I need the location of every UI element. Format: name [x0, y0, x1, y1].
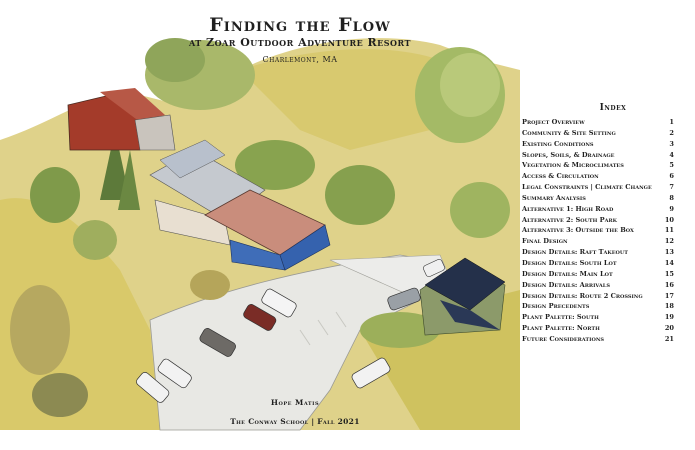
index-entry-page: 6 — [669, 172, 674, 181]
index-entry-page: 19 — [664, 313, 674, 322]
index-entry[interactable]: Alternative 1: High Road 9 — [522, 204, 674, 215]
index-entry-label: Existing Conditions — [522, 139, 594, 148]
index-entry-label: Project Overview — [522, 118, 585, 126]
index-entry-page: 21 — [664, 334, 674, 343]
index-entry-label: Summary Analysis — [522, 193, 586, 202]
index-entry[interactable]: Slopes, Soils, & Drainage 4 — [522, 150, 674, 161]
location-label: Charlemont, MA — [262, 55, 338, 64]
index-entry-page: 14 — [664, 258, 674, 267]
index-entry-label: Legal Constraints | Climate Change — [522, 183, 652, 192]
index-entry[interactable]: Existing Conditions 3 — [522, 139, 674, 150]
report-title: Finding the Flow — [209, 14, 391, 36]
index-entry-label: Alternative 2: South Park — [522, 215, 618, 224]
index-entry-label: Design Details: South Lot — [522, 258, 617, 267]
index-entry-page: 5 — [669, 161, 674, 170]
index-entry-label: Vegetation & Microclimates — [522, 161, 624, 170]
index-entry-label: Final Design — [522, 237, 568, 246]
index-entry-page: 18 — [664, 302, 674, 311]
title-block: Finding the Flow at Zoar Outdoor Adventu… — [150, 14, 450, 64]
index-entry-label: Access & Circulation — [522, 172, 599, 181]
index-entry-page: 15 — [664, 269, 674, 278]
index-entry[interactable]: Design Details: Route 2 Crossing 17 — [522, 291, 674, 302]
index-entry[interactable]: Legal Constraints | Climate Change 7 — [522, 182, 674, 193]
index-entry[interactable]: Design Details: Arrivals 16 — [522, 280, 674, 291]
index-entry-page: 1 — [669, 118, 674, 126]
index-entry-page: 10 — [664, 215, 674, 224]
index-entry[interactable]: Vegetation & Microclimates 5 — [522, 160, 674, 171]
index-entry[interactable]: Design Details: Raft Takeout 13 — [522, 247, 674, 258]
author-name: Hope Matis — [270, 398, 320, 407]
index-entry-label: Alternative 1: High Road — [522, 204, 614, 213]
index-entry[interactable]: Summary Analysis 8 — [522, 193, 674, 204]
index-entry-page: 12 — [664, 237, 674, 246]
index-entry-label: Design Details: Arrivals — [522, 280, 610, 289]
report-subtitle: at Zoar Outdoor Adventure Resort — [188, 36, 411, 49]
index-entry-label: Slopes, Soils, & Drainage — [522, 150, 615, 159]
index-entry[interactable]: Design Details: South Lot 14 — [522, 258, 674, 269]
index-entry-label: Plant Palette: North — [522, 324, 600, 333]
index-entry-page: 17 — [664, 291, 674, 300]
index-entry[interactable]: Design Precedents 18 — [522, 301, 674, 312]
index-entry-page: 7 — [669, 183, 674, 192]
index-entry[interactable]: Alternative 3: Outside the Box 11 — [522, 225, 674, 236]
index-entry-label: Alternative 3: Outside the Box — [522, 226, 634, 235]
index-entry-page: 9 — [669, 204, 674, 213]
index-entry-label: Design Details: Raft Takeout — [522, 248, 628, 257]
index-entry[interactable]: Design Details: Main Lot 15 — [522, 269, 674, 280]
index-entry[interactable]: Alternative 2: South Park 10 — [522, 215, 674, 226]
index-entry-label: Plant Palette: South — [522, 313, 599, 322]
index-entry-label: Community & Site Setting — [522, 128, 616, 137]
index-entry-page: 2 — [669, 128, 674, 137]
index-entry[interactable]: Community & Site Setting 2 — [522, 128, 674, 139]
index-entry-label: Design Details: Route 2 Crossing — [522, 291, 643, 300]
index-entry-label: Design Precedents — [522, 302, 590, 311]
index-entry[interactable]: Future Considerations 21 — [522, 334, 674, 345]
index-entry[interactable]: Access & Circulation 6 — [522, 171, 674, 182]
index-entry-page: 3 — [669, 139, 674, 148]
school-term: The Conway School | Fall 2021 — [230, 417, 360, 426]
index-entry-page: 13 — [664, 248, 674, 257]
index-entry-page: 16 — [664, 280, 674, 289]
index-entry-page: 4 — [669, 150, 674, 159]
index-entry-label: Future Considerations — [522, 334, 605, 343]
index-panel: Index Project Overview 1 Community & Site… — [522, 103, 674, 345]
index-entry[interactable]: Plant Palette: North 20 — [522, 323, 674, 334]
index-entry[interactable]: Project Overview 1 — [522, 117, 674, 128]
index-entry-page: 8 — [669, 193, 674, 202]
index-entry-label: Design Details: Main Lot — [522, 269, 613, 278]
index-entry-page: 11 — [664, 226, 674, 235]
cover-illustration — [0, 38, 520, 431]
index-entry[interactable]: Plant Palette: South 19 — [522, 312, 674, 323]
index-entry[interactable]: Final Design 12 — [522, 236, 674, 247]
index-entry-page: 20 — [664, 324, 674, 333]
index-heading: Index — [599, 103, 627, 113]
